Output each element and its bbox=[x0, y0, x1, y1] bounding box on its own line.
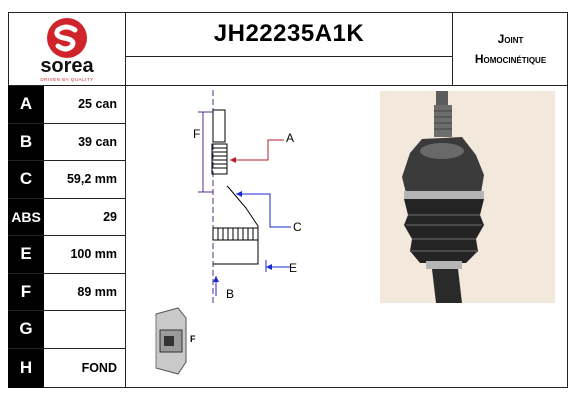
category-line-2: Homocinétique bbox=[474, 51, 547, 66]
arrow-a bbox=[230, 139, 284, 161]
spec-key: B bbox=[8, 123, 44, 160]
label-f: F bbox=[193, 127, 200, 141]
spec-key: F bbox=[8, 273, 44, 310]
spec-row-e: E 100 mm bbox=[8, 236, 126, 274]
spec-key: A bbox=[8, 86, 44, 123]
logo-s-icon bbox=[54, 24, 78, 52]
shaft-outline bbox=[212, 109, 226, 143]
spec-row-abs: ABS 29 bbox=[8, 198, 126, 236]
spec-value: FOND bbox=[81, 361, 117, 376]
spec-key: E bbox=[8, 236, 44, 273]
spline-section bbox=[211, 143, 228, 175]
label-b: B bbox=[226, 287, 234, 301]
spec-key: H bbox=[8, 348, 44, 388]
spec-row-g: G bbox=[8, 311, 126, 349]
product-photo bbox=[380, 91, 555, 303]
spec-value bbox=[44, 311, 125, 348]
spec-row-c: C 59,2 mm bbox=[8, 161, 126, 199]
category-label: Joint Homocinétique bbox=[453, 12, 568, 86]
spec-row-a: A 25 can bbox=[8, 86, 126, 124]
spec-value: 25 can bbox=[78, 97, 117, 112]
spec-value: 29 bbox=[103, 209, 117, 224]
bell-splines bbox=[212, 227, 259, 241]
boot-clamp-upper bbox=[404, 191, 484, 199]
spec-row-b: B 39 can bbox=[8, 123, 126, 161]
label-a: A bbox=[286, 131, 294, 145]
boot-clamp-lower bbox=[426, 261, 462, 269]
drive-shaft bbox=[432, 269, 462, 303]
subtitle-empty-cell bbox=[126, 57, 453, 86]
cv-joint-diagram: F A C E B F bbox=[155, 90, 302, 375]
arrow-c bbox=[236, 193, 291, 228]
brand-name: sorea bbox=[40, 55, 94, 77]
joint-thumbnail: F bbox=[155, 307, 196, 375]
bell-outline bbox=[213, 185, 259, 265]
brand-tagline: DRIVEN BY QUALITY bbox=[40, 77, 93, 82]
category-line-1: Joint bbox=[497, 31, 524, 46]
rubber-boot bbox=[404, 199, 484, 263]
spec-value: 39 can bbox=[78, 134, 117, 149]
part-number-title: JH22235A1K bbox=[126, 12, 453, 57]
spec-row-h: H FOND bbox=[8, 348, 126, 388]
spec-value: 89 mm bbox=[77, 284, 117, 299]
spec-key: C bbox=[8, 161, 44, 198]
brand-logo: sorea DRIVEN BY QUALITY bbox=[40, 18, 95, 82]
spec-key: ABS bbox=[8, 198, 44, 235]
brand-logo-cell: sorea DRIVEN BY QUALITY bbox=[8, 12, 126, 86]
spec-value: 59,2 mm bbox=[66, 172, 117, 187]
spec-row-f: F 89 mm bbox=[8, 273, 126, 311]
label-c: C bbox=[293, 220, 302, 234]
spec-key: G bbox=[8, 311, 44, 348]
thumbnail-label-f: F bbox=[190, 334, 196, 344]
spec-value: 100 mm bbox=[70, 247, 117, 262]
label-e: E bbox=[289, 261, 297, 275]
